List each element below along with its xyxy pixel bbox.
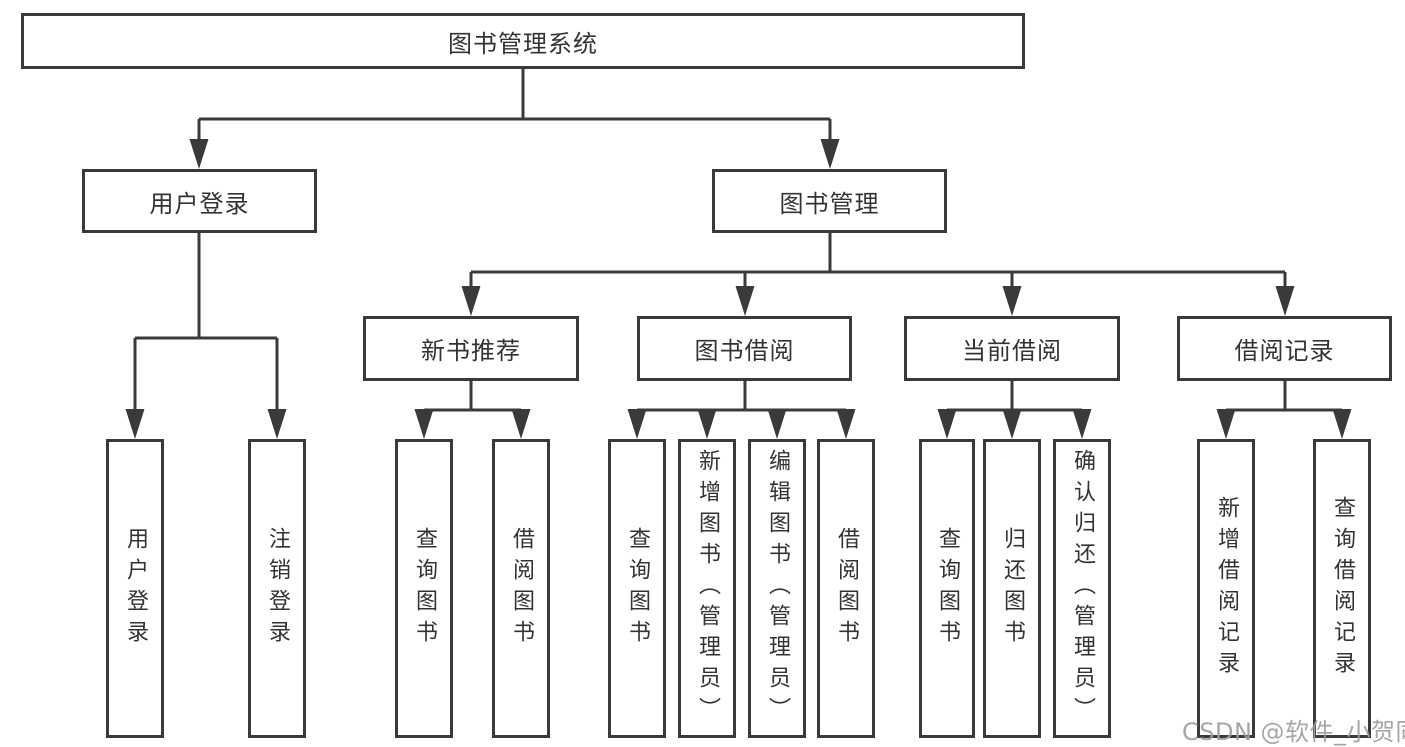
node-current-borrow: 当前借阅	[904, 316, 1120, 381]
node-new-book-recommend-label: 新书推荐	[421, 337, 521, 365]
node-root-label: 图书管理系统	[448, 29, 598, 58]
connector-new-book	[422, 381, 523, 415]
leaf-add-borrow-record: 新增借阅记录	[1197, 439, 1255, 738]
node-user-login-label: 用户登录	[149, 189, 250, 218]
leaf-query-borrow-record: 查询借阅记录	[1313, 439, 1371, 738]
leaf-return-books-label: 归还图书	[1000, 526, 1025, 651]
node-user-login: 用户登录	[82, 169, 317, 233]
node-book-management-label: 图书管理	[779, 189, 880, 218]
leaf-borrow-books: 借阅图书	[817, 439, 875, 738]
leaf-user-login: 用户登录	[106, 439, 164, 738]
node-borrow-record: 借阅记录	[1177, 316, 1392, 381]
leaf-query-books-current: 查询图书	[919, 439, 975, 738]
leaf-borrow-books-recommend-label: 借阅图书	[509, 526, 534, 651]
connector-user-login	[133, 233, 279, 413]
node-book-borrow: 图书借阅	[637, 316, 852, 381]
connector-book-management	[469, 233, 1287, 292]
leaf-add-borrow-record-label: 新增借阅记录	[1214, 495, 1239, 682]
leaf-logout-login: 注销登录	[248, 439, 306, 738]
leaf-borrow-books-recommend: 借阅图书	[492, 439, 550, 738]
leaf-edit-books-admin: 编辑图书（管理员）	[748, 439, 806, 738]
node-root: 图书管理系统	[21, 13, 1025, 69]
leaf-add-books-admin-label: 新增图书（管理员）	[695, 449, 720, 728]
connector-book-borrow	[635, 381, 848, 415]
leaf-borrow-books-label: 借阅图书	[834, 526, 859, 651]
arrowheads	[125, 139, 1352, 439]
csdn-watermark: CSDN @软件_小贺同学	[1182, 718, 1405, 746]
node-new-book-recommend: 新书推荐	[363, 316, 579, 381]
node-book-borrow-label: 图书借阅	[694, 337, 795, 365]
connector-borrow-record	[1224, 381, 1344, 415]
leaf-query-books-current-label: 查询图书	[935, 526, 960, 651]
leaf-confirm-return-admin-label: 确认归还（管理员）	[1070, 449, 1095, 728]
leaf-query-books-recommend: 查询图书	[395, 439, 453, 738]
leaf-query-borrow-record-label: 查询借阅记录	[1330, 495, 1355, 682]
leaf-logout-login-label: 注销登录	[265, 526, 290, 651]
leaf-confirm-return-admin: 确认归还（管理员）	[1053, 439, 1111, 738]
leaf-add-books-admin: 新增图书（管理员）	[678, 439, 736, 738]
node-current-borrow-label: 当前借阅	[962, 337, 1062, 365]
leaf-query-books-recommend-label: 查询图书	[412, 526, 437, 651]
leaf-query-books-borrow-label: 查询图书	[625, 526, 650, 651]
node-book-management: 图书管理	[712, 169, 947, 233]
leaf-user-login-label: 用户登录	[123, 526, 148, 651]
leaf-edit-books-admin-label: 编辑图书（管理员）	[765, 449, 790, 728]
node-borrow-record-label: 借阅记录	[1234, 337, 1335, 365]
connector-root	[197, 69, 832, 145]
leaf-query-books-borrow: 查询图书	[608, 439, 666, 738]
leaf-return-books: 归还图书	[983, 439, 1041, 738]
